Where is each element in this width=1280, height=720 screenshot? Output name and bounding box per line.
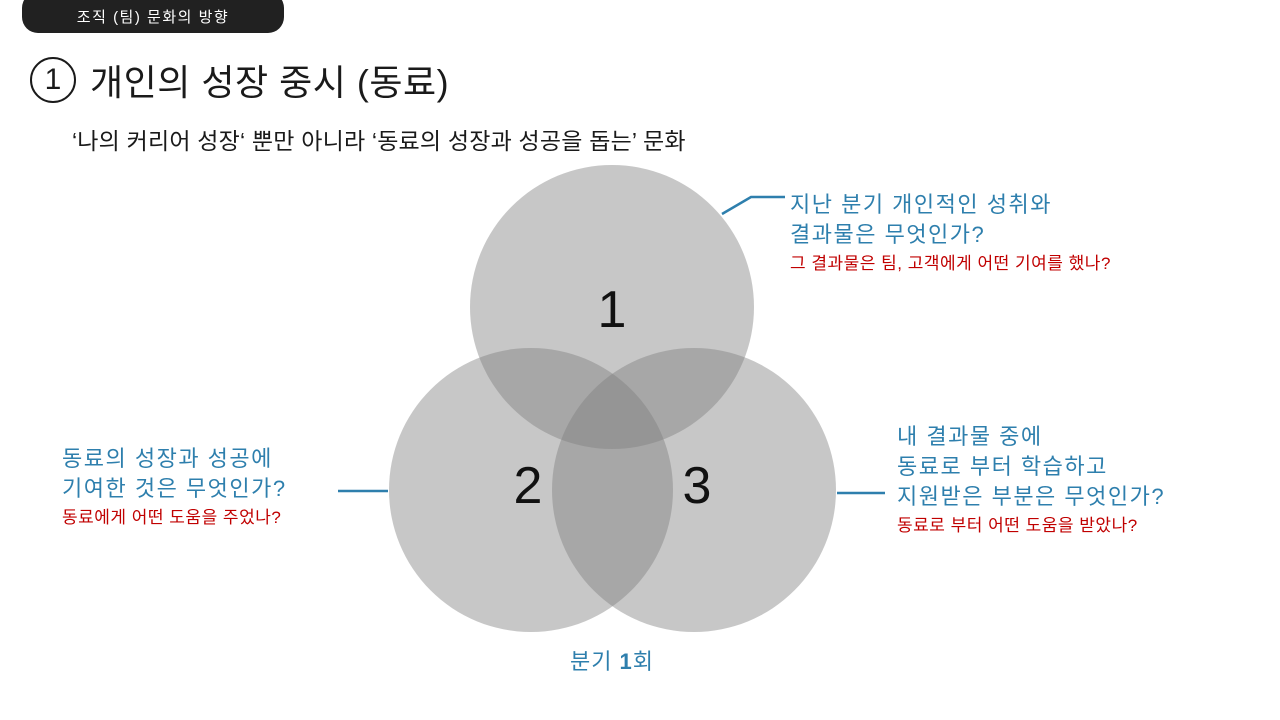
callout-circle-2: 동료의 성장과 성공에 기여한 것은 무엇인가? 동료에게 어떤 도움을 주었나… — [62, 444, 287, 529]
frequency-prefix: 분기 — [569, 649, 620, 674]
callout-2-question-line1: 동료의 성장과 성공에 — [62, 446, 273, 471]
page-title: 1 개인의 성장 중시 (동료) — [30, 54, 449, 106]
venn-label-1: 1 — [598, 281, 627, 339]
callout-2-note: 동료에게 어떤 도움을 주었나? — [62, 508, 282, 527]
title-text: 개인의 성장 중시 (동료) — [90, 62, 450, 103]
callout-circle-3: 내 결과물 중에 동료로 부터 학습하고 지원받은 부분은 무엇인가? 동료로 … — [897, 422, 1165, 537]
callout-3-question-line2: 동료로 부터 학습하고 — [897, 454, 1108, 479]
venn-circle-3 — [552, 348, 836, 632]
frequency-suffix: 회 — [632, 649, 655, 674]
callout-3-question-line3: 지원받은 부분은 무엇인가? — [897, 484, 1166, 509]
frequency-number: 1 — [619, 649, 633, 674]
circled-number-icon: 1 — [30, 57, 76, 103]
slide-tag-label: 조직 (팀) 문화의 방향 — [76, 8, 230, 26]
venn-circle-1 — [470, 165, 754, 449]
connector-line-top — [721, 195, 785, 216]
subtitle-text: ‘나의 커리어 성장‘ 뿐만 아니라 ‘동료의 성장과 성공을 돕는’ 문화 — [72, 128, 686, 154]
frequency-label: 분기 1회 — [512, 644, 712, 676]
callout-1-note: 그 결과물은 팀, 고객에게 어떤 기여를 했나? — [790, 254, 1111, 273]
venn-circle-2 — [389, 348, 673, 632]
callout-2-question-line2: 기여한 것은 무엇인가? — [62, 476, 287, 501]
venn-label-3: 3 — [683, 457, 712, 515]
slide-tag-badge: 조직 (팀) 문화의 방향 — [22, 0, 284, 33]
callout-3-question-line1: 내 결과물 중에 — [897, 424, 1043, 449]
venn-label-2: 2 — [514, 457, 543, 515]
callout-circle-1: 지난 분기 개인적인 성취와 결과물은 무엇인가? 그 결과물은 팀, 고객에게… — [790, 190, 1111, 275]
callout-3-note: 동료로 부터 어떤 도움을 받았나? — [897, 516, 1138, 535]
callout-1-question-line1: 지난 분기 개인적인 성취와 — [790, 192, 1052, 217]
callout-1-question-line2: 결과물은 무엇인가? — [790, 222, 986, 247]
